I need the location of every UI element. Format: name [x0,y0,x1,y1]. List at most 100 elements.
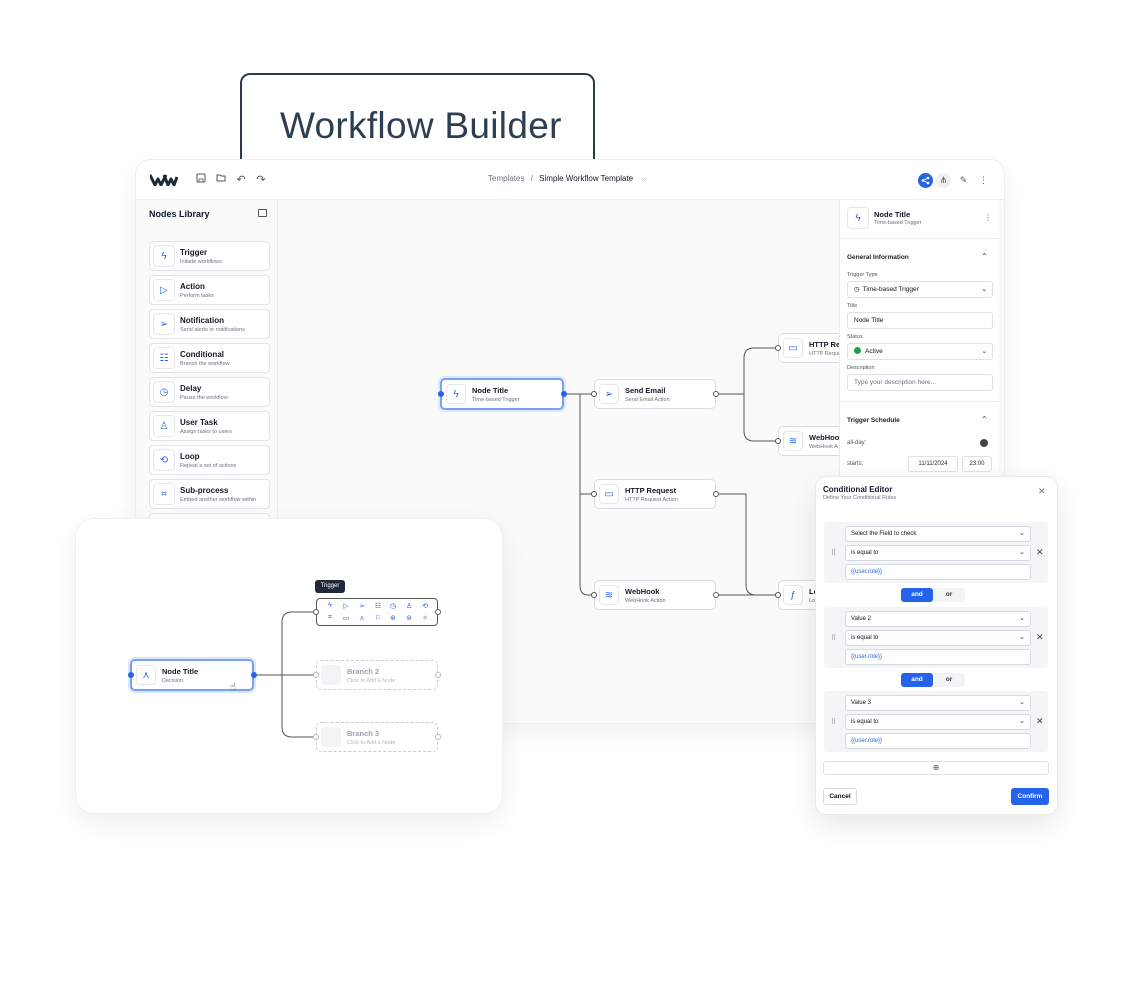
library-item-delay[interactable]: ◷ Delay Pause the workflow [149,377,270,407]
and-or-toggle[interactable]: and or [901,588,965,602]
library-item-notification[interactable]: ➢ Notification Send alerts or notificati… [149,309,270,339]
library-item-label: Delay [180,384,202,393]
hierarchy-icon[interactable]: ⋔ [936,173,951,188]
input-port[interactable] [775,592,781,598]
output-port[interactable] [713,391,719,397]
breadcrumb-current[interactable]: Simple Workflow Template [539,174,634,183]
add-condition-button[interactable]: ⊕ [823,761,1049,775]
remove-condition-icon[interactable]: ✕ [1036,716,1044,726]
confirm-button[interactable]: Confirm [1011,788,1049,805]
send-icon: ➢ [153,313,175,335]
all-day-toggle[interactable] [980,439,988,447]
library-item-action[interactable]: ▷ Action Perform tasks [149,275,270,305]
chevron-down-icon[interactable]: ⌵ [641,174,648,183]
browser-icon[interactable]: ▭ [342,615,350,622]
frame-icon[interactable]: ⌗ [328,614,332,621]
node-type-picker[interactable]: ϟ ▷ ➢ ☷ ◷ ♙ ⟲ ⌗ ▭ ⋏ ⚐ ⊛ ⊜ ✧ [316,598,438,626]
library-item-user-task[interactable]: ♙ User Task Assign tasks to users [149,411,270,441]
undo-icon[interactable]: ↶ [236,174,246,186]
send-icon[interactable]: ➢ [359,603,365,610]
field-select[interactable]: Select the Field to check⌄ [845,526,1031,542]
chevron-down-icon: ⌄ [1019,718,1025,725]
field-select[interactable]: Value 2⌄ [845,611,1031,627]
input-port[interactable] [128,672,134,678]
cancel-button[interactable]: Cancel [823,788,857,805]
library-item-sub-process[interactable]: ⌗ Sub-process Embed another workflow wit… [149,479,270,509]
output-port[interactable] [713,592,719,598]
redo-icon[interactable]: ↷ [256,174,266,186]
output-port[interactable] [561,391,567,397]
input-port[interactable] [313,734,319,740]
send-email-node[interactable]: ➢ Send Email Send Email Action [594,379,716,409]
remove-condition-icon[interactable]: ✕ [1036,632,1044,642]
drag-handle-icon[interactable]: ⠿ [831,550,837,557]
webhook-node[interactable]: ≋ WebHook WebHook Action [594,580,716,610]
close-icon[interactable]: ✕ [1038,486,1046,496]
operator-select[interactable]: is equal to⌄ [845,545,1031,561]
database-icon[interactable]: ⊜ [406,615,412,622]
input-port[interactable] [313,672,319,678]
value-input[interactable]: {{user.role}} [845,649,1031,665]
output-port[interactable] [713,491,719,497]
status-select[interactable]: Active ⌄ [847,343,993,360]
library-item-trigger[interactable]: ϟ Trigger Initiate workflows [149,241,270,271]
input-port[interactable] [775,438,781,444]
branch-2-placeholder[interactable]: Branch 2 Click to Add a Node [316,660,438,690]
http-request-node[interactable]: ▭ HTTP Request HTTP Request Action [594,479,716,509]
more-vertical-icon[interactable]: ⋮ [979,175,988,185]
title-input[interactable]: Node Title [847,312,993,329]
magic-wand-icon[interactable]: ✎ [959,175,968,185]
input-port[interactable] [591,592,597,598]
list-check-icon[interactable]: ☷ [374,603,382,610]
start-date-input[interactable]: 11/11/2024 [908,456,958,472]
collapse-sidebar-icon[interactable] [258,209,267,217]
user-list-icon[interactable]: ♙ [405,603,413,610]
or-option[interactable]: or [945,591,953,598]
description-input[interactable]: Type your description here... [847,374,993,391]
branch-icon[interactable]: ⋏ [359,615,365,622]
input-port[interactable] [591,391,597,397]
sparkle-icon[interactable]: ✧ [422,615,428,622]
and-or-toggle[interactable]: and or [901,673,965,687]
play-circle-icon[interactable]: ▷ [343,603,349,610]
loop-icon[interactable]: ⟲ [422,603,428,610]
output-port[interactable] [435,672,441,678]
value-input[interactable]: {{user.role}} [845,733,1031,749]
share-button[interactable] [918,173,933,188]
and-option[interactable]: and [901,588,933,602]
or-option[interactable]: or [945,676,953,683]
drag-handle-icon[interactable]: ⠿ [831,719,837,726]
more-vertical-icon[interactable]: ⋮ [984,213,992,222]
value-input[interactable]: {{user.role}} [845,564,1031,580]
timer-icon[interactable]: ◷ [389,603,397,610]
folder-icon[interactable] [214,173,228,187]
start-time-input[interactable]: 23:00 [962,456,992,472]
library-item-desc: Branch the workflow [180,361,230,367]
bolt-icon[interactable]: ϟ [328,602,332,609]
chevron-up-icon[interactable]: ⌃ [981,252,988,261]
output-port[interactable] [435,609,441,615]
input-port[interactable] [313,609,319,615]
input-port[interactable] [591,491,597,497]
trigger-node[interactable]: ϟ Node Title Time-based Trigger [440,378,564,410]
library-item-conditional[interactable]: ☷ Conditional Branch the workflow [149,343,270,373]
input-port[interactable] [438,391,444,397]
settings-icon[interactable]: ⊛ [390,615,396,622]
output-port[interactable] [251,672,257,678]
flag-icon[interactable]: ⚐ [374,615,382,622]
field-select[interactable]: Value 3⌄ [845,695,1031,711]
remove-condition-icon[interactable]: ✕ [1036,547,1044,557]
input-port[interactable] [775,345,781,351]
chevron-up-icon[interactable]: ⌃ [981,415,988,424]
drag-handle-icon[interactable]: ⠿ [831,635,837,642]
operator-select[interactable]: is equal to⌄ [845,714,1031,730]
output-port[interactable] [435,734,441,740]
and-option[interactable]: and [901,673,933,687]
node-subtitle: Time-based Trigger [472,397,520,403]
library-item-loop[interactable]: ⟲ Loop Repeat a set of actions [149,445,270,475]
save-icon[interactable] [194,173,208,187]
operator-select[interactable]: is equal to⌄ [845,630,1031,646]
branch-3-placeholder[interactable]: Branch 3 Click to Add a Node [316,722,438,752]
trigger-type-select[interactable]: ◷Time-based Trigger ⌄ [847,281,993,298]
breadcrumb-templates[interactable]: Templates [488,174,525,183]
